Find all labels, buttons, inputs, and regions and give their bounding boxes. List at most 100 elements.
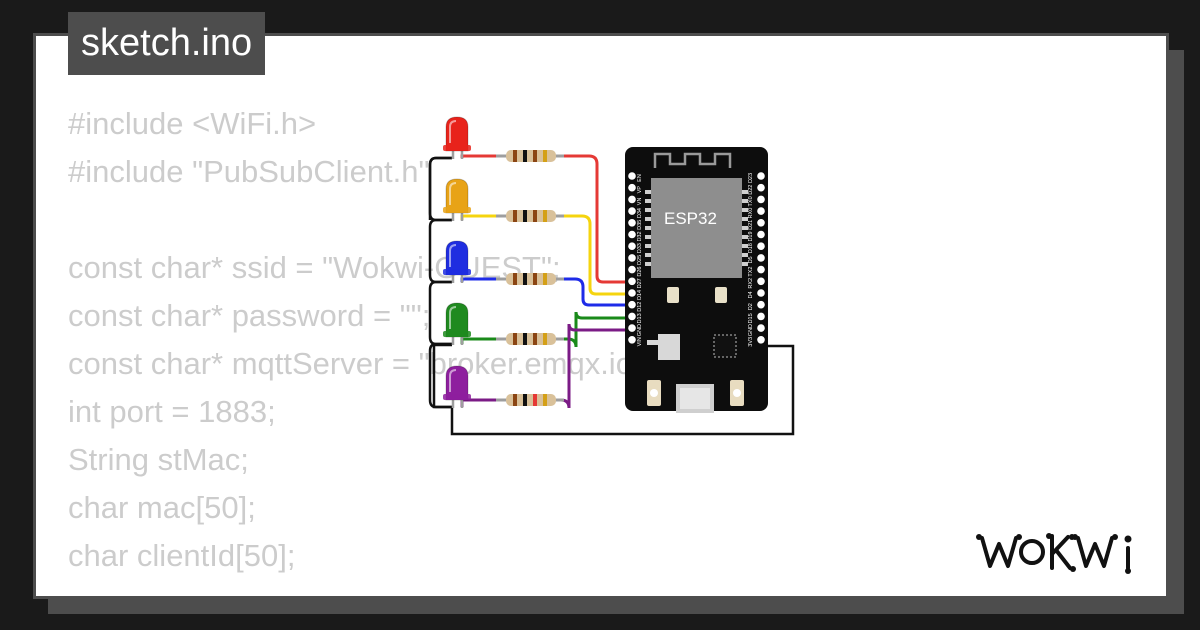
pin-hole [628,277,636,286]
led-blue [443,240,471,283]
pin-hole [628,207,636,215]
pin-label: D5 [748,256,754,263]
led-highlight [449,369,457,392]
pin-label: GND [748,324,754,336]
pin-hole [757,324,765,332]
pin-hole [757,254,765,262]
pin-label: VN [637,198,643,206]
led-body [445,365,469,401]
pin-label: D23 [748,173,754,183]
resistor [496,273,564,285]
resistor-band [533,333,537,345]
code-line: String stMac; [68,442,249,477]
pin-label: TX0 [748,196,754,206]
resistors [496,150,564,406]
pin-label: D32 [637,231,643,241]
pin-label: VP [637,186,643,194]
pin-hole [628,183,636,192]
pin-label: D2 [748,303,754,310]
code-line: char mac[50]; [68,490,256,525]
resistor-band [533,273,537,285]
pin-label: D14 [637,290,643,300]
chip-pad [645,235,651,239]
pin-label: GND [637,324,643,336]
pin-label: D25 [637,255,643,265]
resistor-band [513,150,517,162]
resistor-band [543,273,547,285]
pin-hole [757,219,765,227]
pin-label: RX2 [748,278,754,289]
wokwi-logo [976,533,1132,574]
resistor [496,150,564,162]
pin-headers [628,172,765,344]
wires [428,154,795,436]
chip-pad [645,208,651,212]
resistor-band [523,210,527,222]
resistor-band [513,394,517,406]
ground-wire [450,344,795,436]
pin-hole [628,336,636,344]
pin-label: D15 [748,313,754,323]
pin-hole [757,312,765,321]
chip-pad [742,253,748,257]
chip-pad [645,262,651,266]
pin-labels: ENVPVND34D35D32D33D25D26D27D14D12D13GNDV… [637,173,754,347]
led-highlight [449,306,457,329]
chip-pad [645,226,651,230]
chip-pad [742,262,748,266]
led-highlight [449,120,457,143]
pin-hole [628,324,636,332]
led-highlight [449,182,457,205]
signal-wire [560,323,632,409]
led-body [445,302,469,338]
resistor [496,210,564,222]
pin-hole [757,230,765,239]
resistor [496,333,564,345]
pin-label: D13 [637,313,643,323]
pin-label: D21 [748,220,754,230]
pin-hole [757,242,765,250]
pin-label: D35 [637,220,643,230]
pin-hole [628,265,636,274]
signal-wire [460,277,500,282]
resistor-band [513,333,517,345]
pin-label: 3V3 [748,337,754,347]
signal-wire [560,277,632,307]
chip-pad [645,199,651,203]
code-line: char clientId[50]; [68,538,296,573]
pin-hole [757,277,765,286]
smd-part [667,287,679,303]
chip-pad [742,226,748,230]
pin-hole [757,207,765,215]
signal-wire [460,398,500,407]
signal-wire [460,337,500,344]
pin-label: D12 [637,302,643,312]
chip-pad [742,208,748,212]
pin-hole [628,219,636,227]
chip-pad [645,190,651,194]
preview-card [33,33,1169,599]
led-highlight [449,244,457,267]
resistor-band [533,150,537,162]
resistor-band [523,273,527,285]
led-red [443,116,471,159]
pin-label: D19 [748,231,754,241]
pin-hole [628,195,636,204]
code-line: #include <WiFi.h> [68,106,317,141]
resistor [496,394,564,406]
pin-hole [757,172,765,180]
resistor-band [543,394,547,406]
led-rim [443,269,471,275]
signal-wire [460,214,500,220]
code-line: const char* password = ""; [68,298,431,333]
chip-pad [645,217,651,221]
resistor-band [523,333,527,345]
pin-hole [757,336,765,344]
code-line: int port = 1883; [68,394,276,429]
pin-label: D4 [748,291,754,298]
led-green [443,302,471,345]
leds [443,116,471,408]
chip-pad [742,199,748,203]
led-body [445,178,469,214]
pin-label: D26 [637,267,643,277]
